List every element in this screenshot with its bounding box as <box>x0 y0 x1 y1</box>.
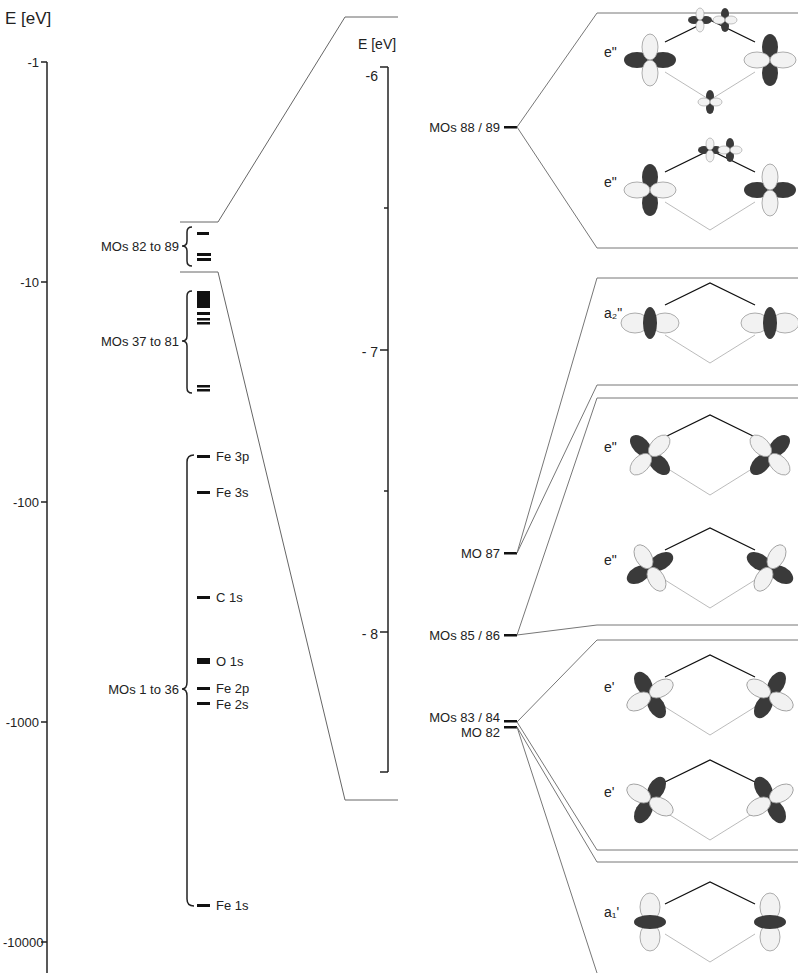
axis-title: E [eV] <box>5 9 51 28</box>
mo-group-label: MOs 82 to 89 <box>101 239 179 254</box>
axis-tick-label: -10000 <box>3 935 43 950</box>
symmetry-label: e" <box>604 552 617 568</box>
zoom-axis <box>380 67 388 772</box>
symmetry-label: e" <box>604 439 617 455</box>
zoom-levels <box>504 126 517 729</box>
symmetry-label: a₁' <box>604 904 619 920</box>
axis-tick-label: -10 <box>20 275 39 290</box>
level-label: Fe 3s <box>216 485 249 500</box>
mo-label: MO 82 <box>461 725 500 740</box>
symmetry-label: e' <box>604 679 614 695</box>
level-label: Fe 2p <box>216 681 249 696</box>
level-label: C 1s <box>216 590 243 605</box>
symmetry-label: e" <box>604 44 617 60</box>
axis-tick-label: - 7 <box>362 344 378 360</box>
braces <box>182 227 194 906</box>
axis-tick-label: -1000 <box>6 715 39 730</box>
left-axis <box>41 62 47 973</box>
level-label: Fe 3p <box>216 449 249 464</box>
zoom-lines <box>180 17 398 800</box>
energy-levels <box>197 232 211 907</box>
mo-label: MOs 85 / 86 <box>429 628 500 643</box>
axis-tick-label: -100 <box>13 495 39 510</box>
symmetry-label: a₂" <box>604 305 622 321</box>
mo-label: MOs 88 / 89 <box>429 120 500 135</box>
level-label: O 1s <box>216 654 243 669</box>
axis-tick-label: -6 <box>366 68 378 84</box>
symmetry-label: e' <box>604 784 614 800</box>
orbital-pictures <box>613 8 798 962</box>
axis-title: E [eV] <box>358 36 396 52</box>
panel-fans <box>517 13 798 973</box>
mo-label: MO 87 <box>461 546 500 561</box>
axis-tick-label: - 8 <box>362 626 378 642</box>
mo-group-label: MOs 1 to 36 <box>108 682 179 697</box>
mo-label: MOs 83 / 84 <box>429 710 500 725</box>
symmetry-label: e" <box>604 174 617 190</box>
mo-group-label: MOs 37 to 81 <box>101 334 179 349</box>
level-label: Fe 1s <box>216 898 249 913</box>
level-label: Fe 2s <box>216 697 249 712</box>
axis-tick-label: -1 <box>27 55 39 70</box>
